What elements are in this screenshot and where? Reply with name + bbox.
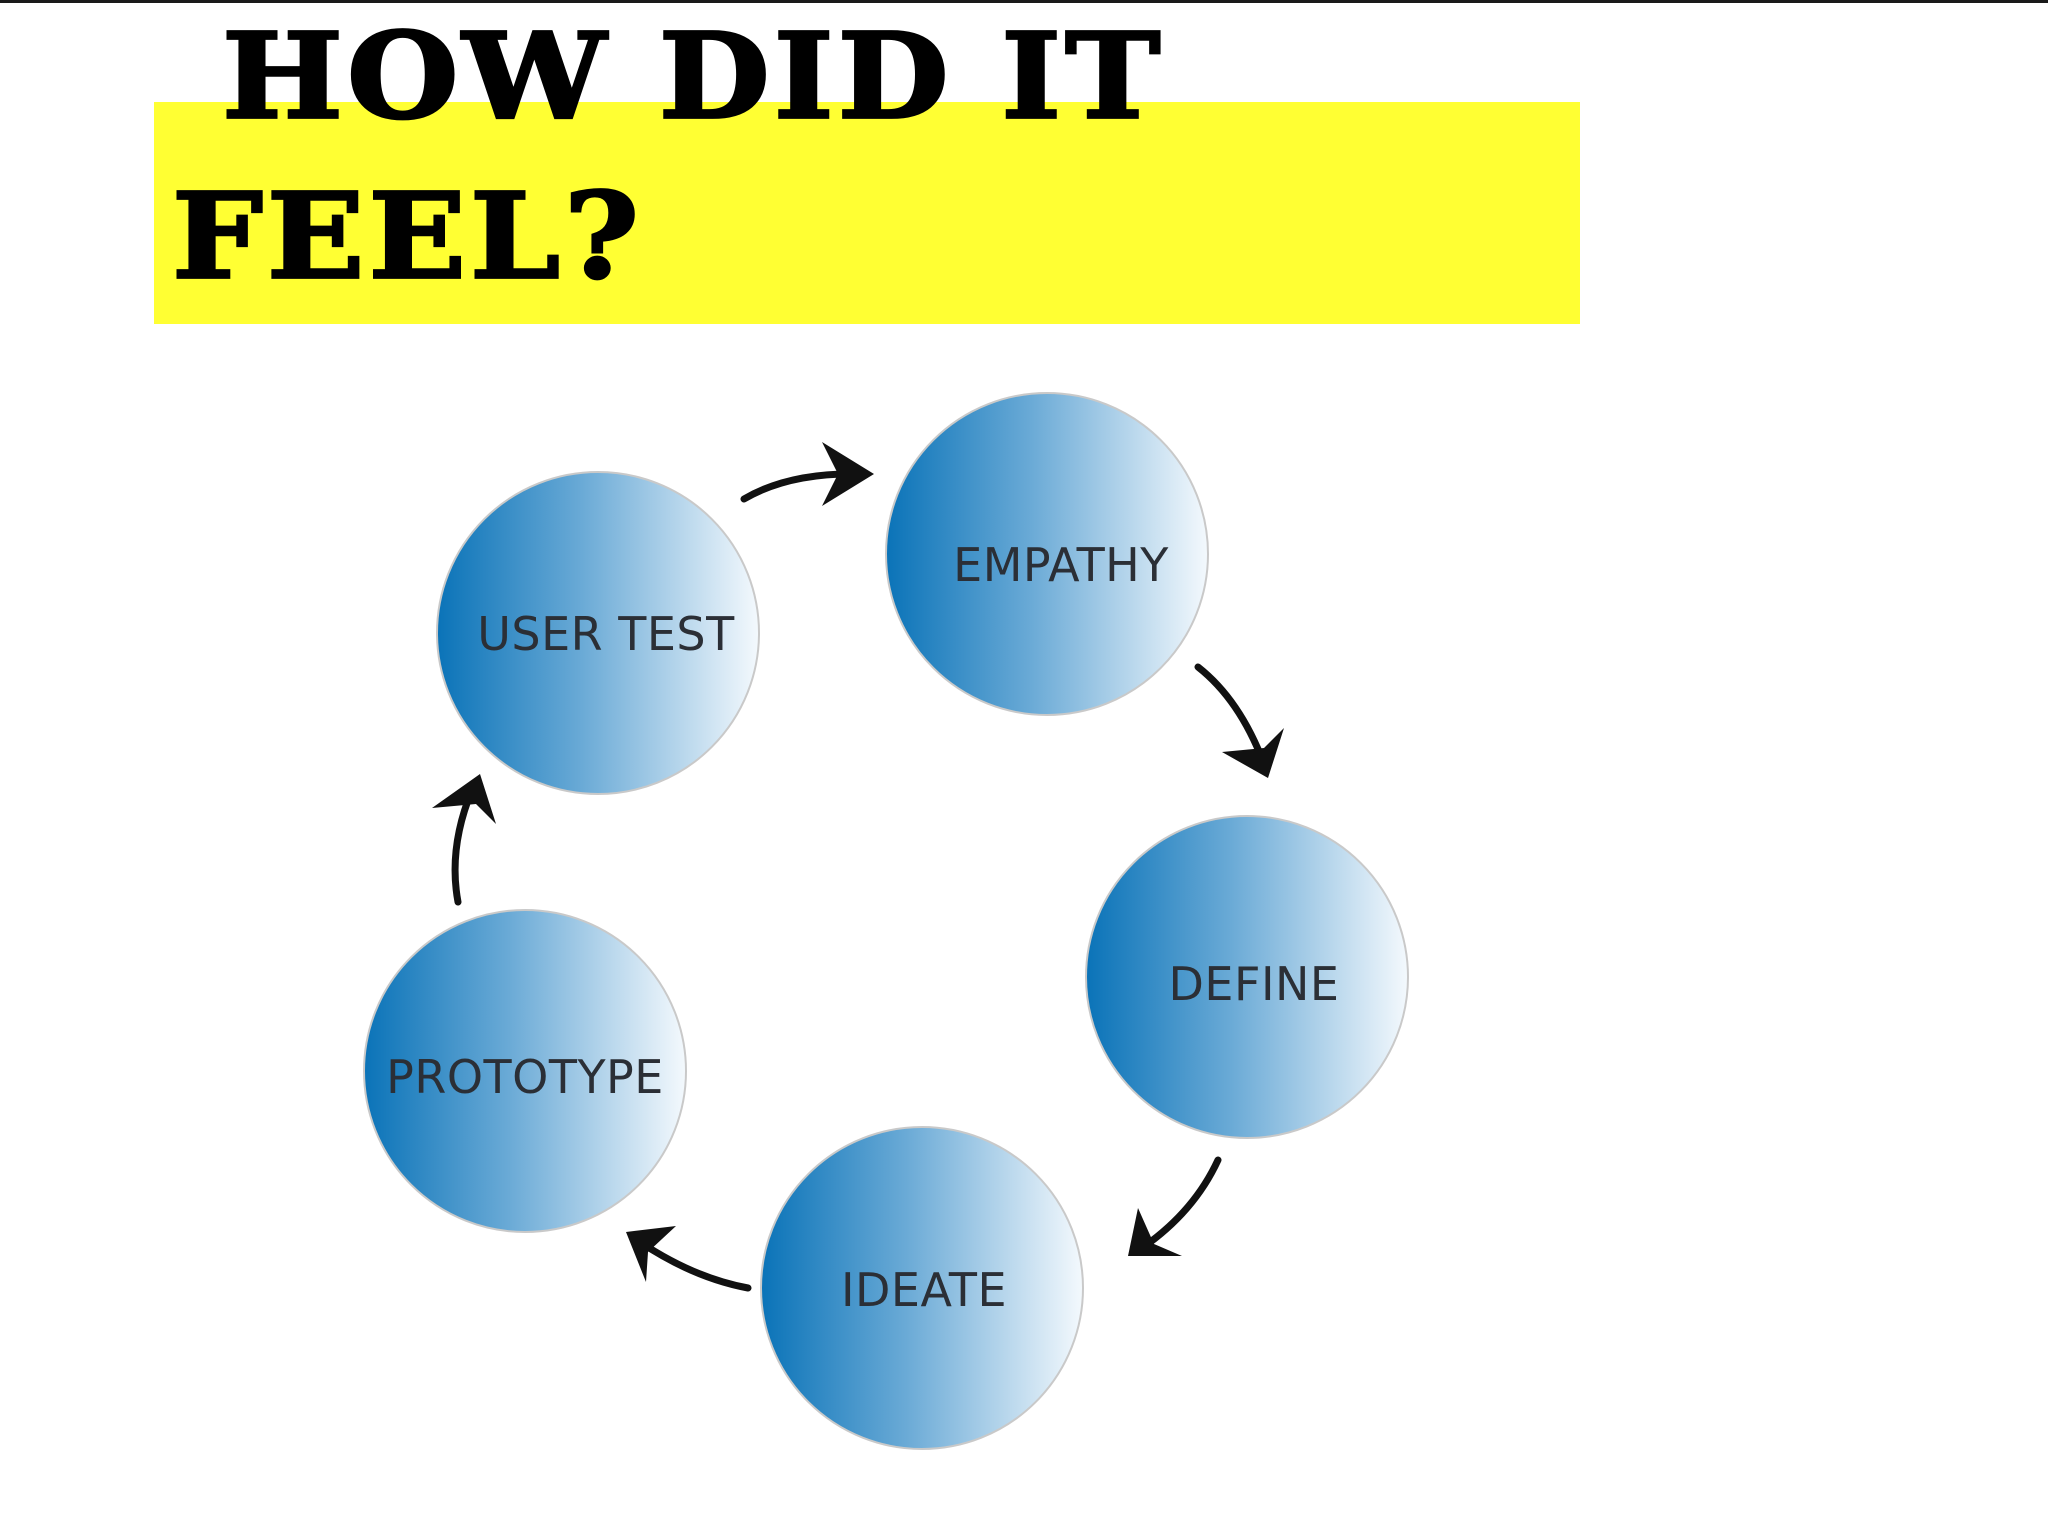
stage-define: DEFINE	[1085, 815, 1409, 1139]
page-title-line-1: HOW DID IT	[220, 7, 1165, 146]
arrow-usertest-to-empathy	[740, 442, 874, 506]
arrow-empathy-to-define	[1194, 663, 1284, 778]
stage-circle-empathy	[885, 392, 1209, 716]
stage-label-ideate: IDEATE	[841, 1263, 1007, 1317]
page-title-line-2: FEEL?	[171, 167, 643, 306]
stage-empathy: EMPATHY	[885, 392, 1209, 716]
stage-label-define: DEFINE	[1169, 957, 1340, 1011]
top-border	[0, 0, 2048, 3]
stage-circle-prototype	[363, 909, 687, 1233]
stage-circle-ideate	[760, 1126, 1084, 1450]
cycle-arrows	[432, 442, 1284, 1292]
stage-label-empathy: EMPATHY	[953, 538, 1169, 592]
arrow-define-to-ideate	[1128, 1156, 1222, 1256]
stage-circle-user-test	[436, 471, 760, 795]
stage-circle-define	[1085, 815, 1409, 1139]
arrow-ideate-to-prototype	[626, 1226, 752, 1292]
arrow-prototype-to-usertest	[432, 774, 496, 906]
stage-label-prototype: PROTOTYPE	[386, 1050, 664, 1104]
stage-prototype: PROTOTYPE	[363, 909, 687, 1233]
stage-user-test: USER TEST	[436, 471, 760, 795]
stage-label-user-test: USER TEST	[477, 607, 735, 661]
title-highlight	[154, 102, 1580, 324]
stage-ideate: IDEATE	[760, 1126, 1084, 1450]
